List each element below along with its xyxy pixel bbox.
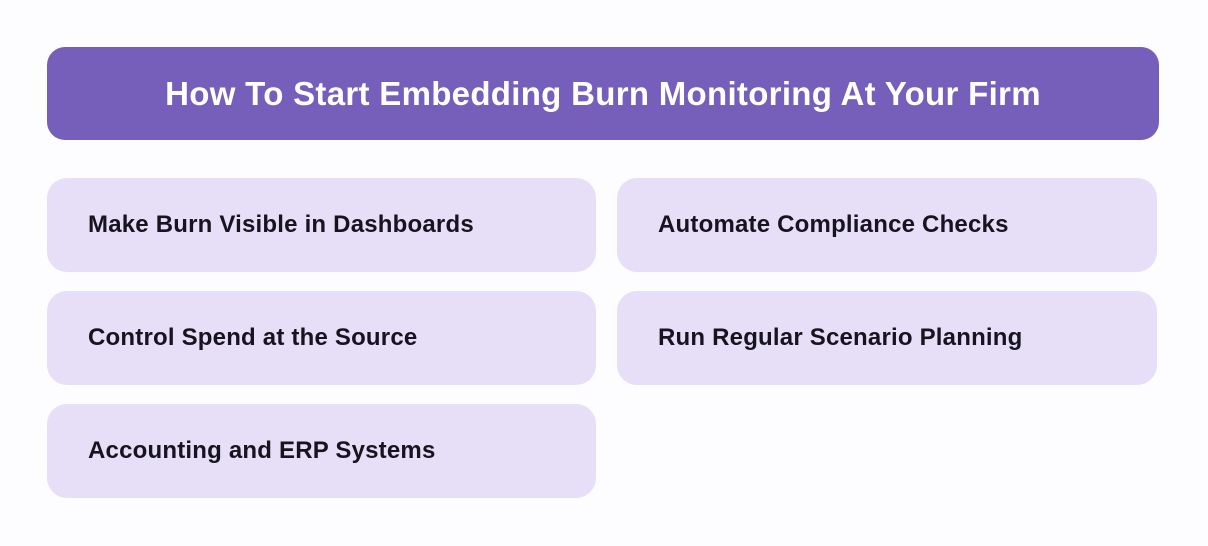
card-compliance-checks: Automate Compliance Checks <box>617 178 1157 272</box>
card-accounting-erp: Accounting and ERP Systems <box>47 404 596 498</box>
page-title: How To Start Embedding Burn Monitoring A… <box>165 74 1041 112</box>
card-scenario-planning: Run Regular Scenario Planning <box>617 291 1157 385</box>
card-control-spend: Control Spend at the Source <box>47 291 596 385</box>
card-label: Control Spend at the Source <box>88 324 418 351</box>
card-label: Automate Compliance Checks <box>658 211 1009 238</box>
header-banner: How To Start Embedding Burn Monitoring A… <box>47 47 1159 140</box>
card-label: Accounting and ERP Systems <box>88 437 436 464</box>
cards-grid: Make Burn Visible in Dashboards Automate… <box>47 178 1157 498</box>
card-label: Make Burn Visible in Dashboards <box>88 211 474 238</box>
card-burn-dashboards: Make Burn Visible in Dashboards <box>47 178 596 272</box>
card-label: Run Regular Scenario Planning <box>658 324 1023 351</box>
